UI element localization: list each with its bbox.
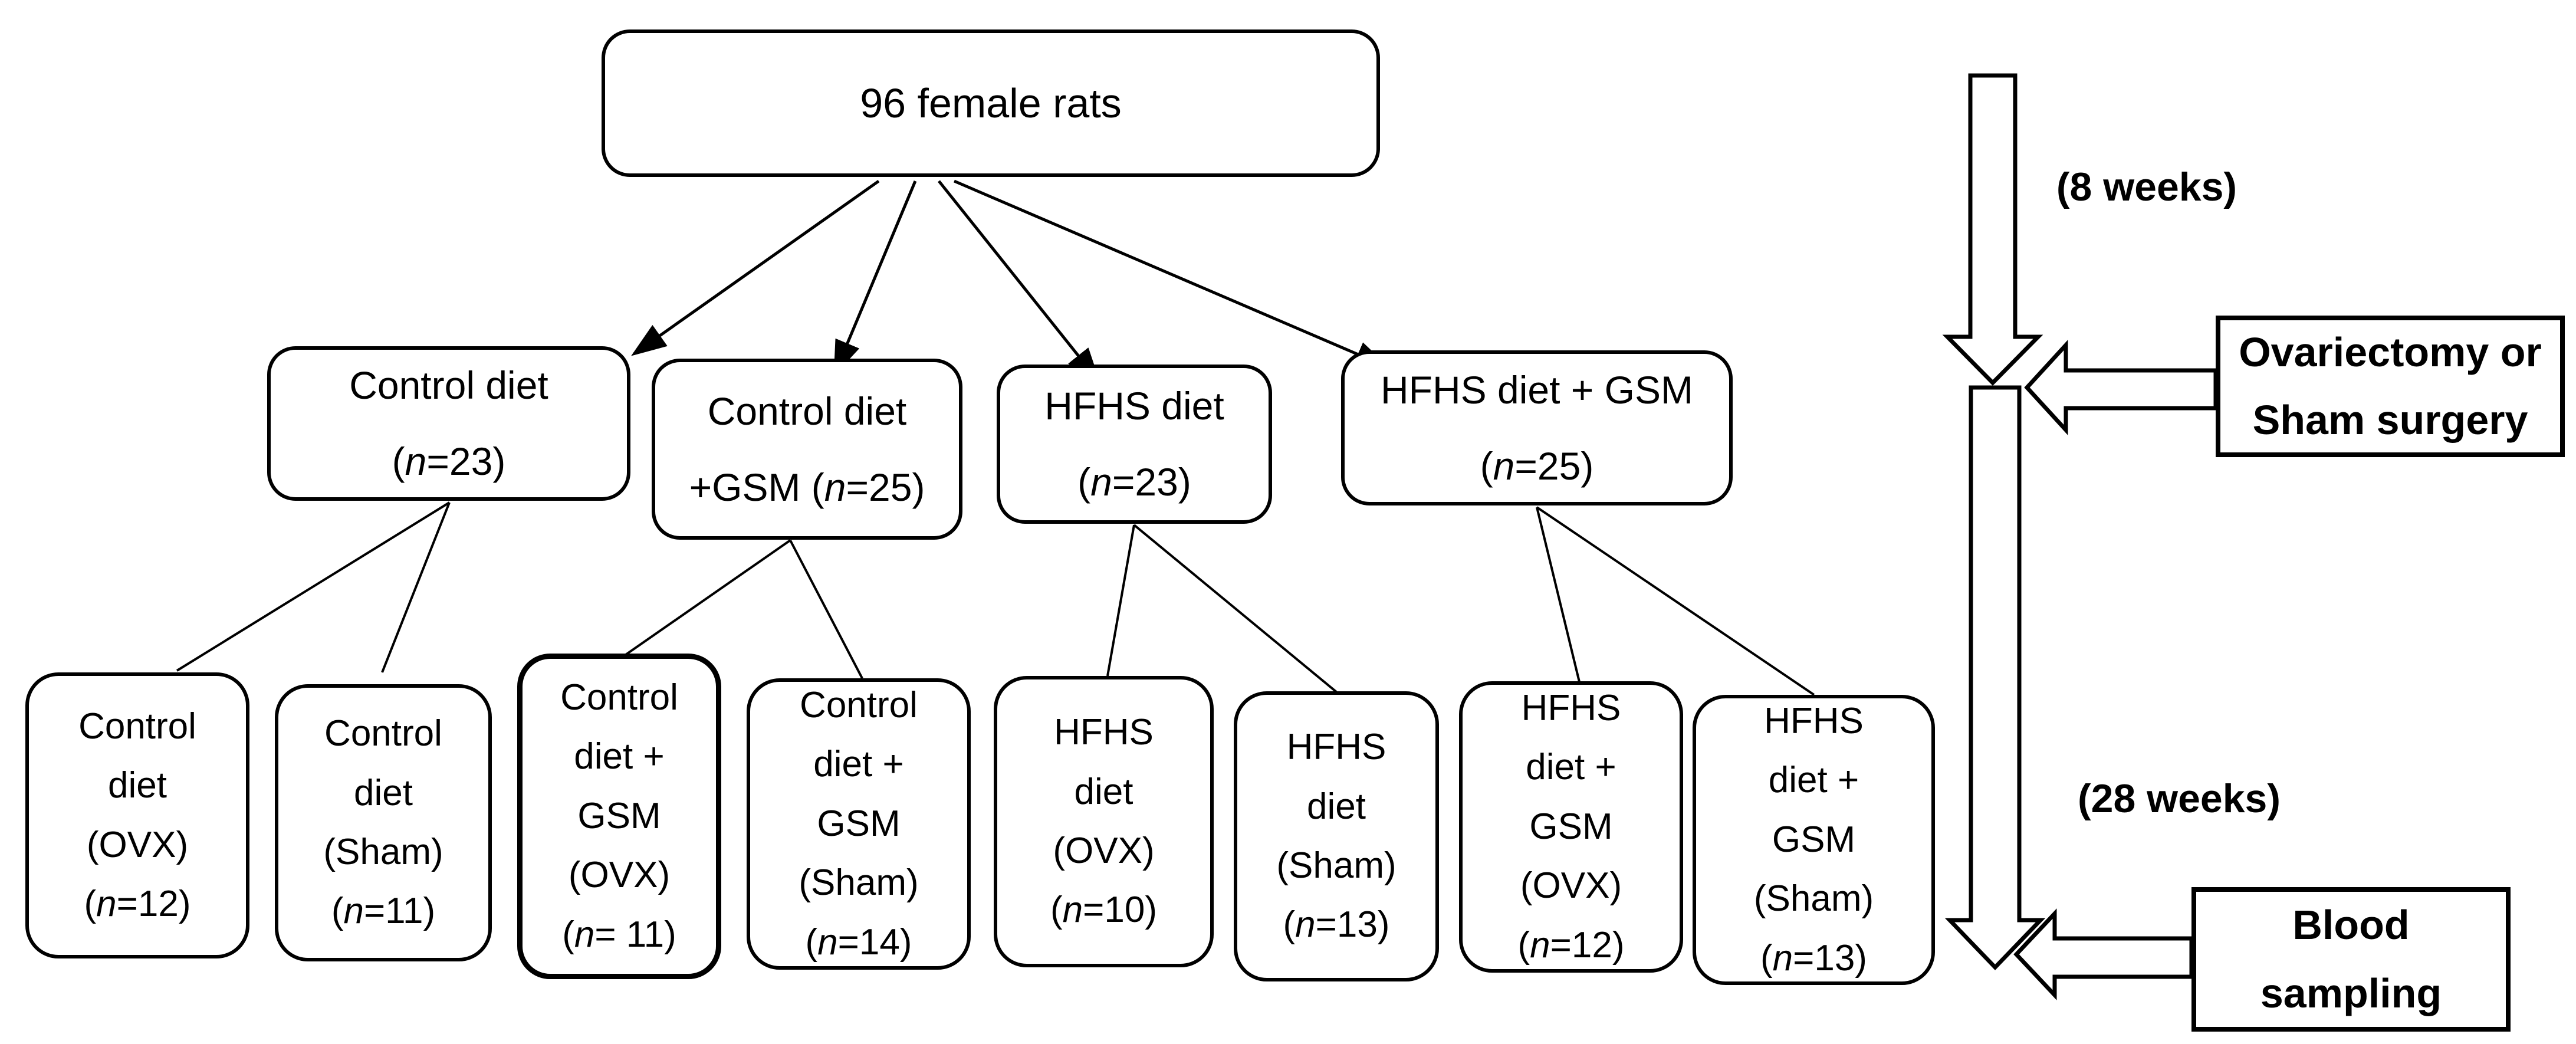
branch-hfhs-gsm-to-sham	[1536, 506, 1815, 696]
branch-control-gsm-to-sham	[789, 540, 863, 679]
branch-control-to-ovx	[176, 501, 451, 672]
hfhs-diet-label: HFHS diet(n=23)	[1044, 384, 1224, 504]
box-control-diet-gsm: Control diet+GSM (n=25)	[652, 359, 962, 540]
arrow-total-to-hfhs-diet-gsm	[954, 179, 1391, 369]
control-diet-label: Control diet(n=23)	[349, 363, 548, 483]
arrow-total-to-hfhs-diet	[938, 180, 1100, 383]
total-rats-label: 96 female rats	[860, 80, 1122, 126]
box-hfhs-diet-gsm: HFHS diet + GSM(n=25)	[1341, 350, 1733, 505]
branch-hfhs-to-sham	[1133, 524, 1338, 693]
box-total-rats: 96 female rats	[602, 29, 1380, 177]
arrow-total-to-control-diet	[631, 179, 880, 356]
left-block-arrow-surgery	[2024, 340, 2218, 435]
control-diet-gsm-label: Control diet+GSM (n=25)	[689, 389, 925, 509]
left-block-arrow-blood	[2013, 908, 2194, 1000]
phase1-duration-text: (8 weeks)	[2056, 165, 2237, 209]
phase2-duration-text: (28 weeks)	[2078, 776, 2281, 821]
phase2-duration-label: (28 weeks)	[2067, 776, 2291, 822]
down-block-arrow-phase1	[1942, 73, 2043, 386]
phase1-duration-label: (8 weeks)	[2041, 164, 2253, 210]
branch-control-to-sham	[381, 502, 451, 673]
branch-hfhs-to-ovx	[1106, 524, 1135, 677]
arrow-total-to-control-diet-gsm	[833, 180, 917, 376]
hfhs-diet-gsm-label: HFHS diet + GSM(n=25)	[1381, 367, 1693, 488]
down-block-arrow-phase2	[1944, 385, 2046, 971]
branch-control-gsm-to-ovx	[623, 539, 791, 657]
box-hfhs-diet: HFHS diet(n=23)	[997, 365, 1272, 524]
box-control-diet: Control diet(n=23)	[267, 346, 630, 501]
branch-hfhs-gsm-to-ovx	[1536, 507, 1581, 682]
